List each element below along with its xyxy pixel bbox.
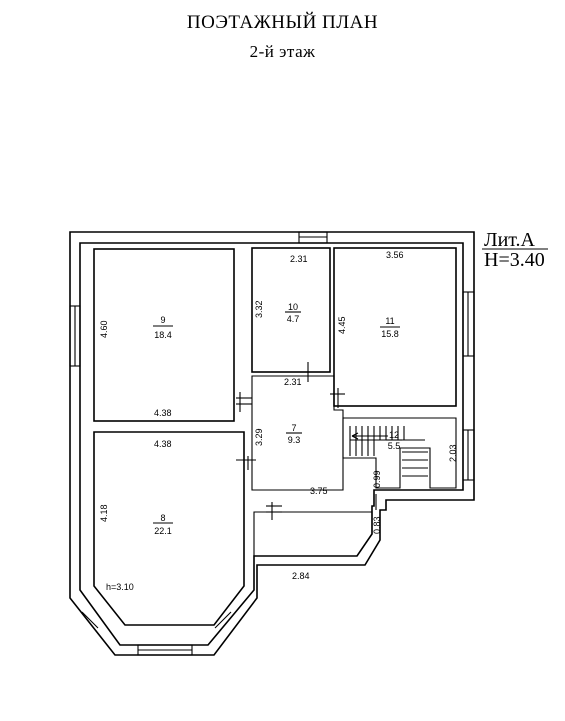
dim-room11-height: 4.45 <box>337 316 347 334</box>
dim-room12-stair: 0.99 <box>372 470 382 488</box>
svg-text:8: 8 <box>160 513 165 523</box>
floor-subtitle: 2-й этаж <box>249 42 316 61</box>
svg-text:9.3: 9.3 <box>288 435 301 445</box>
room-11-label: 11 15.8 <box>380 316 400 339</box>
dim-room12-height: 2.03 <box>448 444 458 462</box>
dim-room10-height: 3.32 <box>254 300 264 318</box>
svg-text:22.1: 22.1 <box>154 526 172 536</box>
dim-room7-bottom: 3.75 <box>310 486 328 496</box>
room-10-outline <box>251 247 331 373</box>
svg-text:5.5: 5.5 <box>388 441 401 451</box>
svg-text:4.7: 4.7 <box>287 314 300 324</box>
svg-text:11: 11 <box>385 316 394 326</box>
room-8-outline <box>93 431 245 626</box>
lit-label: Лит.А <box>484 229 536 251</box>
svg-text:12: 12 <box>389 430 399 440</box>
dim-balcony-width: 2.84 <box>292 571 310 581</box>
stairs <box>349 426 428 477</box>
room-11-outline <box>333 247 457 407</box>
height-label: Н=3.40 <box>484 249 545 271</box>
outer-wall <box>69 231 475 656</box>
room-12-label: 12 5.5 <box>386 430 402 451</box>
inner-wall <box>79 242 464 646</box>
room-9-label: 9 18.4 <box>153 315 173 340</box>
svg-text:15.8: 15.8 <box>381 329 399 339</box>
dim-room7-top: 2.31 <box>284 377 302 387</box>
dim-room11-width: 3.56 <box>386 250 404 260</box>
room-7-outline <box>251 375 344 491</box>
svg-text:18.4: 18.4 <box>154 330 172 340</box>
dim-room8-ceiling: h=3.10 <box>106 582 134 592</box>
room-8-label: 8 22.1 <box>153 513 173 536</box>
dim-room10-width: 2.31 <box>290 254 308 264</box>
dim-balcony-height: 0.83 <box>372 516 382 534</box>
svg-text:7: 7 <box>291 423 296 433</box>
room-7-label: 7 9.3 <box>286 423 302 445</box>
doors <box>236 362 377 520</box>
dim-room8-height: 4.18 <box>99 504 109 522</box>
dim-room9-height: 4.60 <box>99 320 109 338</box>
balcony-outline <box>253 511 373 557</box>
dim-room7-height: 3.29 <box>254 428 264 446</box>
svg-text:10: 10 <box>288 302 298 312</box>
dim-room8-width: 4.38 <box>154 439 172 449</box>
windows <box>69 231 475 656</box>
svg-text:9: 9 <box>160 315 165 325</box>
plan-title: ПОЭТАЖНЫЙ ПЛАН <box>186 12 379 33</box>
dim-room9-width: 4.38 <box>154 408 172 418</box>
room-9-outline <box>93 248 235 422</box>
room-10-label: 10 4.7 <box>285 302 301 324</box>
room-12-outline <box>342 417 457 489</box>
